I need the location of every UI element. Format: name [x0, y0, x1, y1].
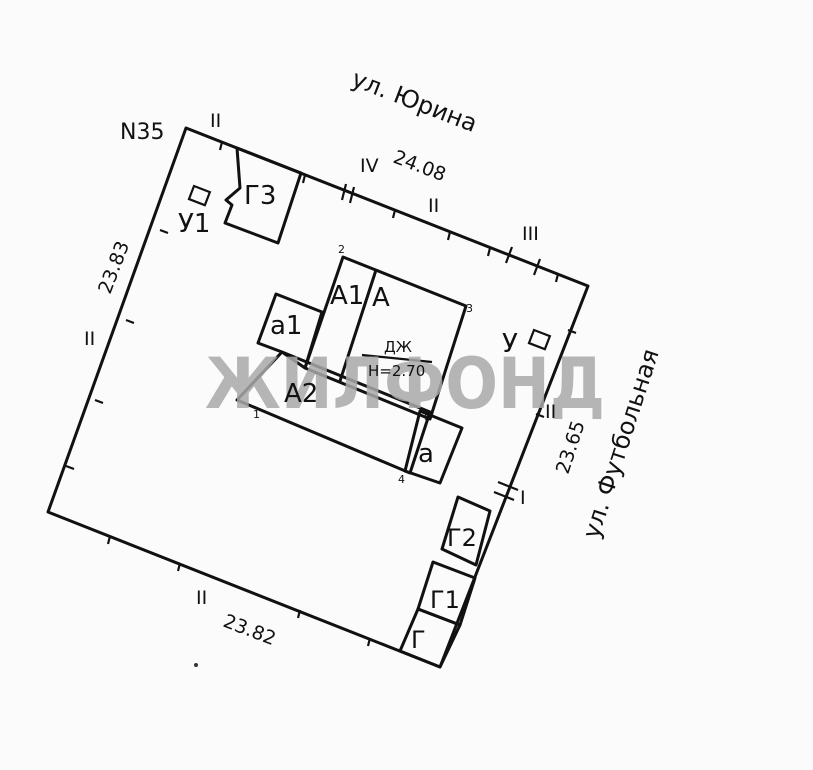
watermark: ЖИЛФОНД [205, 343, 605, 425]
plot-number: N35 [120, 120, 164, 145]
fence-mark-east-upper: II [545, 401, 556, 423]
south-boundary-ticks [106, 535, 372, 647]
corner-point-4: 4 [398, 473, 405, 486]
label-a-main: А [372, 283, 390, 313]
corner-point-1: 1 [253, 408, 260, 421]
fence-mark-south: II [196, 587, 207, 609]
outbuilding-g3 [223, 146, 303, 245]
dimension-north: 24.08 [390, 146, 449, 186]
corner-point-2: 2 [338, 243, 345, 256]
fence-mark-north-left: II [210, 110, 221, 132]
east-boundary-ticks [493, 328, 577, 502]
fence-mark-north-mid: II [428, 195, 439, 217]
street-north-label: ул. Юрина [348, 64, 481, 137]
shed-g [398, 607, 462, 669]
dimension-south: 23.82 [220, 610, 279, 650]
label-g3: Г3 [244, 181, 276, 211]
veranda-a [403, 409, 464, 485]
north-fence-mark-iii [504, 246, 542, 276]
house-height: Н=2.70 [368, 362, 425, 380]
toilet-u [527, 328, 552, 351]
fence-mark-north-gate: IV [360, 155, 379, 177]
north-boundary-ticks [218, 141, 560, 283]
label-u: У [502, 329, 518, 359]
label-g: Г [411, 626, 426, 654]
label-u1: У1 [178, 209, 210, 239]
west-boundary-ticks [65, 228, 169, 471]
label-a1-small: а1 [270, 311, 302, 341]
corner-point-3: 3 [466, 302, 473, 315]
label-g2: Г2 [447, 524, 477, 552]
label-a-small: а [418, 439, 434, 469]
label-a2: А2 [284, 379, 318, 409]
extension-a1-small [256, 292, 324, 370]
wall-a-a1 [338, 269, 378, 382]
dimension-east: 23.65 [552, 418, 590, 477]
toilet-u1 [187, 184, 212, 207]
house-code-underline [361, 353, 433, 364]
stray-dot [194, 663, 198, 667]
fence-mark-west: II [84, 328, 95, 350]
label-g1: Г1 [430, 586, 460, 614]
north-gate-mark [340, 183, 356, 204]
corner-point-5: 5 [424, 410, 431, 423]
shed-g2 [440, 495, 492, 567]
house-code: ДЖ [384, 338, 412, 356]
fence-mark-east-gate: I [520, 487, 526, 509]
fence-mark-north-right: III [522, 223, 539, 245]
label-a1-big: А1 [330, 281, 364, 311]
